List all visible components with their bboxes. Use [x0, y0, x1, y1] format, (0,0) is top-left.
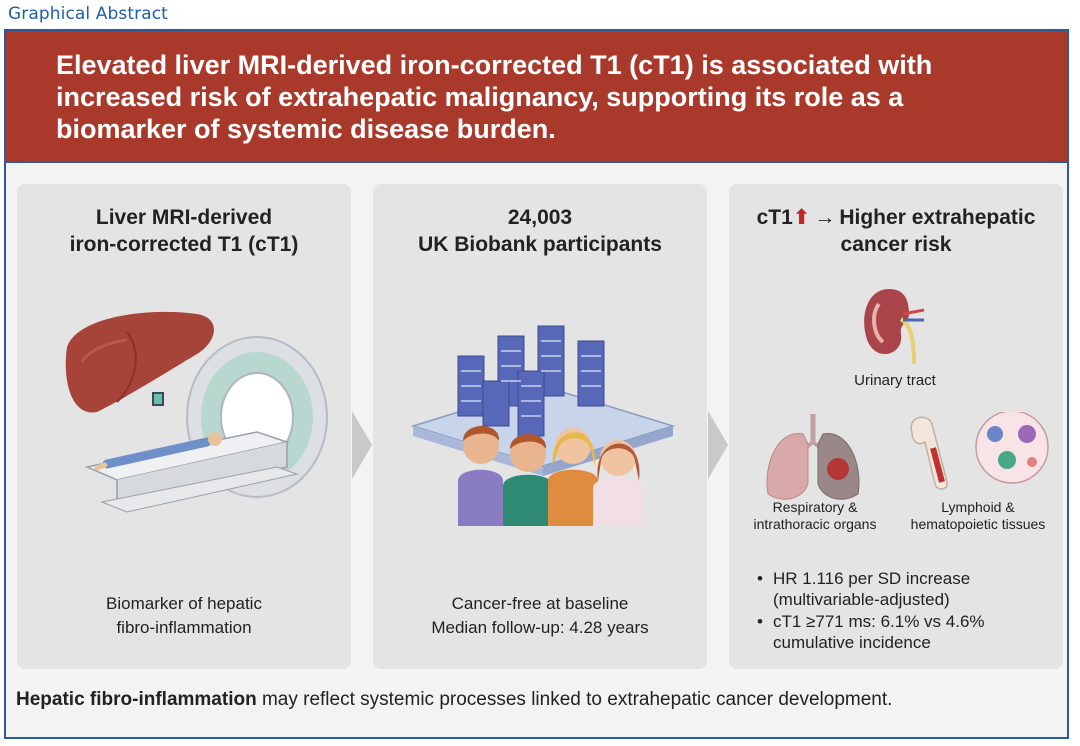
bone-marrow-icon [910, 412, 1049, 490]
mri-illustration [65, 311, 328, 513]
panel-title-line1: cT1⬆→Higher extrahepatic [729, 204, 1063, 231]
footer-bold: Hepatic fibro-inflammation [16, 689, 257, 710]
panel-uk-biobank: 24,003 UK Biobank participants [373, 184, 707, 669]
mri-scanner-icon [84, 336, 328, 513]
organ-label-lymphoid: Lymphoid & hematopoietic tissues [893, 499, 1063, 533]
panel-ct1-biomarker: Liver MRI-derived iron-corrected T1 (cT1… [17, 184, 351, 669]
panel-title-line2: UK Biobank participants [418, 233, 662, 256]
banner-text: Elevated liver MRI-derived iron-correcte… [56, 50, 933, 144]
panel-caption-line2: Median follow-up: 4.28 years [431, 618, 649, 637]
footer-summary: Hepatic fibro-inflammation may reflect s… [16, 689, 1061, 711]
panel-title-line2: cancer risk [840, 233, 952, 256]
ct1-label: cT1 [756, 206, 793, 229]
organ-label-line1: Lymphoid & [941, 499, 1015, 515]
panel-caption-line1: Biomarker of hepatic [106, 594, 262, 613]
panel-title: cT1⬆→Higher extrahepatic cancer risk [729, 204, 1063, 258]
bullet-line2: cumulative incidence [773, 633, 931, 652]
panel-title: Liver MRI-derived iron-corrected T1 (cT1… [17, 204, 351, 258]
result-bullets: HR 1.116 per SD increase (multivariable-… [757, 568, 1057, 654]
panel-caption: Biomarker of hepatic fibro-inflammation [17, 592, 351, 640]
biobank-illustration [410, 325, 676, 526]
organ-label-line2: hematopoietic tissues [910, 516, 1046, 532]
result-bullet: HR 1.116 per SD increase (multivariable-… [757, 568, 1057, 610]
bullet-line1: cT1 ≥771 ms: 6.1% vs 4.6% [773, 612, 985, 631]
organ-label-respiratory: Respiratory & intrathoracic organs [735, 499, 895, 533]
abstract-frame: Elevated liver MRI-derived iron-correcte… [4, 29, 1069, 739]
result-bullet: cT1 ≥771 ms: 6.1% vs 4.6% cumulative inc… [757, 611, 1057, 653]
chevron-right-icon [708, 411, 728, 479]
panel-caption-line1: Cancer-free at baseline [451, 594, 629, 613]
conclusion-banner: Elevated liver MRI-derived iron-correcte… [6, 31, 1067, 163]
footer-rest: may reflect systemic processes linked to… [256, 689, 893, 710]
bullet-line1: HR 1.116 per SD increase [773, 569, 971, 588]
liver-icon [65, 311, 214, 413]
organ-label-urinary: Urinary tract [854, 372, 936, 389]
people-icon [458, 426, 643, 526]
panel-title: 24,003 UK Biobank participants [373, 204, 707, 258]
organ-label-line1: Respiratory & [772, 499, 858, 515]
chevron-right-icon [352, 411, 372, 479]
graphical-abstract-label: Graphical Abstract [8, 4, 168, 24]
panel-cancer-risk: cT1⬆→Higher extrahepatic cancer risk Uri… [729, 184, 1063, 669]
kidney-icon [864, 289, 925, 364]
panel-title-line1: 24,003 [507, 206, 573, 229]
panel-caption-line2: fibro-inflammation [116, 618, 252, 637]
lungs-icon [766, 414, 860, 500]
right-arrow-icon: → [814, 206, 836, 229]
panel-caption: Cancer-free at baseline Median follow-up… [373, 592, 707, 640]
bullet-line2: (multivariable-adjusted) [773, 590, 950, 609]
risk-label: Higher extrahepatic [839, 206, 1036, 229]
panel-title-line2: iron-corrected T1 (cT1) [69, 233, 299, 256]
blood-cells-icon [975, 412, 1049, 484]
organ-label-line2: intrathoracic organs [753, 516, 877, 532]
panel-title-line1: Liver MRI-derived [95, 206, 273, 229]
up-arrow-icon: ⬆ [792, 206, 811, 229]
